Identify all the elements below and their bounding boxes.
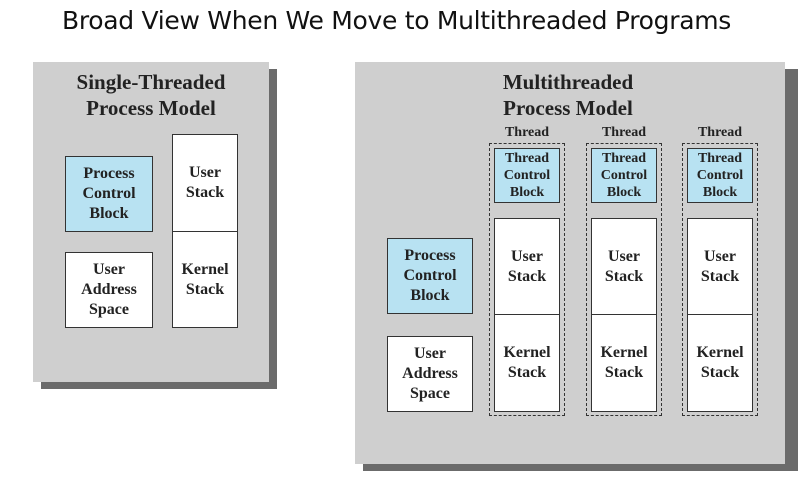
multi-user-address-space: User Address Space	[387, 336, 473, 412]
thread-group-1	[489, 143, 565, 416]
thread-user-stack-2: User Stack	[591, 218, 657, 315]
thread-user-stack-1: User Stack	[494, 218, 560, 315]
thread-control-block-1: Thread Control Block	[494, 148, 560, 203]
thread-label-3: Thread	[697, 125, 743, 140]
thread-kernel-stack-2: Kernel Stack	[591, 314, 657, 412]
thread-control-block-2: Thread Control Block	[591, 148, 657, 203]
single-user-stack: User Stack	[172, 134, 238, 232]
single-user-address-space: User Address Space	[65, 252, 153, 328]
single-threaded-panel: Single-Threaded Process Model Process Co…	[33, 62, 269, 382]
multithreaded-panel: Multithreaded Process Model Process Cont…	[355, 62, 785, 464]
thread-label-1: Thread	[504, 125, 550, 140]
thread-kernel-stack-1: Kernel Stack	[494, 314, 560, 412]
thread-kernel-stack-3: Kernel Stack	[687, 314, 753, 412]
thread-group-3	[682, 143, 758, 416]
single-panel-title: Single-Threaded Process Model	[76, 70, 226, 120]
slide-title: Broad View When We Move to Multithreaded…	[62, 6, 731, 35]
multi-process-control-block: Process Control Block	[387, 238, 473, 314]
thread-user-stack-3: User Stack	[687, 218, 753, 315]
thread-group-2	[586, 143, 662, 416]
multi-panel-title: Multithreaded Process Model	[502, 70, 634, 120]
single-process-control-block: Process Control Block	[65, 156, 153, 232]
single-kernel-stack: Kernel Stack	[172, 231, 238, 328]
thread-label-2: Thread	[601, 125, 647, 140]
thread-control-block-3: Thread Control Block	[687, 148, 753, 203]
